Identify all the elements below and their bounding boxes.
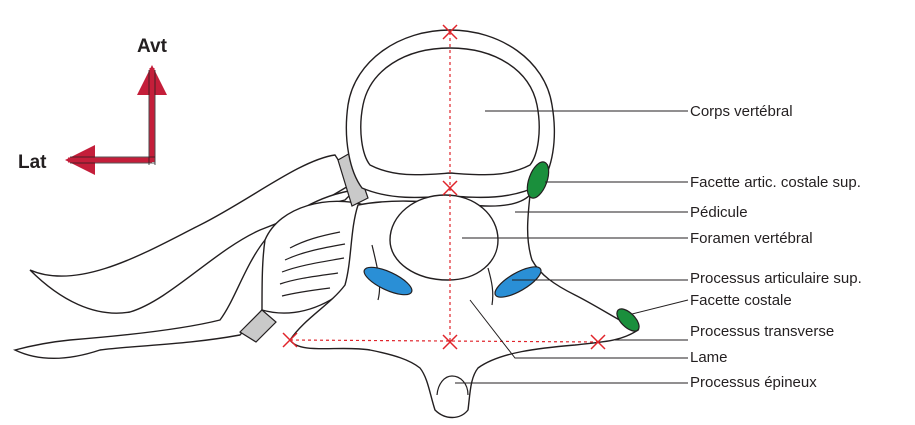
leader-facette-costale	[632, 300, 688, 314]
label-pedicule: Pédicule	[690, 204, 748, 221]
label-lame: Lame	[690, 349, 728, 366]
labels: Corps vertébral Facette artic. costale s…	[690, 103, 862, 391]
arrow-outline	[70, 70, 155, 165]
label-processus-epineux: Processus épineux	[690, 374, 817, 391]
orientation-arrows: Avt Lat	[18, 36, 168, 173]
label-corps-vertebral: Corps vertébral	[690, 103, 793, 120]
label-facette-costale-sup: Facette artic. costale sup.	[690, 174, 861, 191]
label-processus-transverse: Processus transverse	[690, 323, 834, 340]
label-processus-articulaire: Processus articulaire sup.	[690, 270, 862, 287]
label-lateral: Lat	[18, 152, 47, 173]
label-facette-costale: Facette costale	[690, 292, 792, 309]
label-foramen: Foramen vertébral	[690, 230, 813, 247]
label-anterior: Avt	[137, 36, 168, 57]
